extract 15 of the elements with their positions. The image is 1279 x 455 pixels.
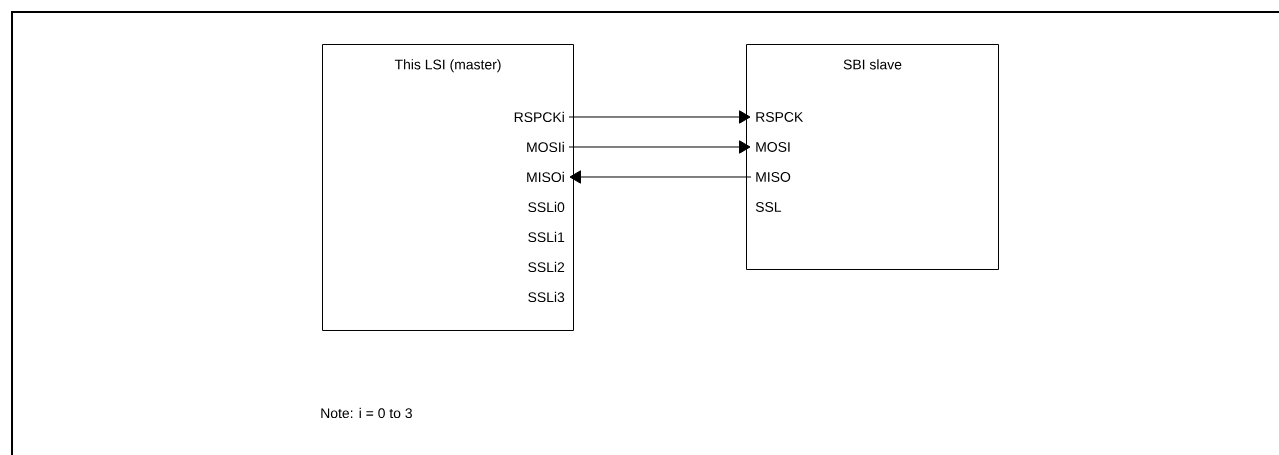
arrow bbox=[568, 110, 751, 124]
pin-label: SSLi3 bbox=[528, 291, 565, 303]
pin-label: SSLi0 bbox=[528, 201, 565, 213]
pin-label: MISOi bbox=[527, 171, 564, 183]
pin-label: MISO bbox=[756, 172, 791, 182]
pin-label: RSPCK bbox=[756, 112, 804, 122]
pin-label: SSL bbox=[755, 202, 782, 212]
pin-label: MOSI bbox=[756, 142, 790, 152]
arrow bbox=[568, 140, 751, 154]
pin-label: SSLi1 bbox=[528, 231, 565, 243]
note-text: Note: i = 0 to 3 bbox=[321, 407, 412, 419]
arrow bbox=[569, 170, 752, 184]
pin-label: RSPCKi bbox=[514, 111, 564, 123]
pin-label: MOSIi bbox=[527, 141, 564, 153]
pin-label: SSLi2 bbox=[528, 261, 565, 273]
